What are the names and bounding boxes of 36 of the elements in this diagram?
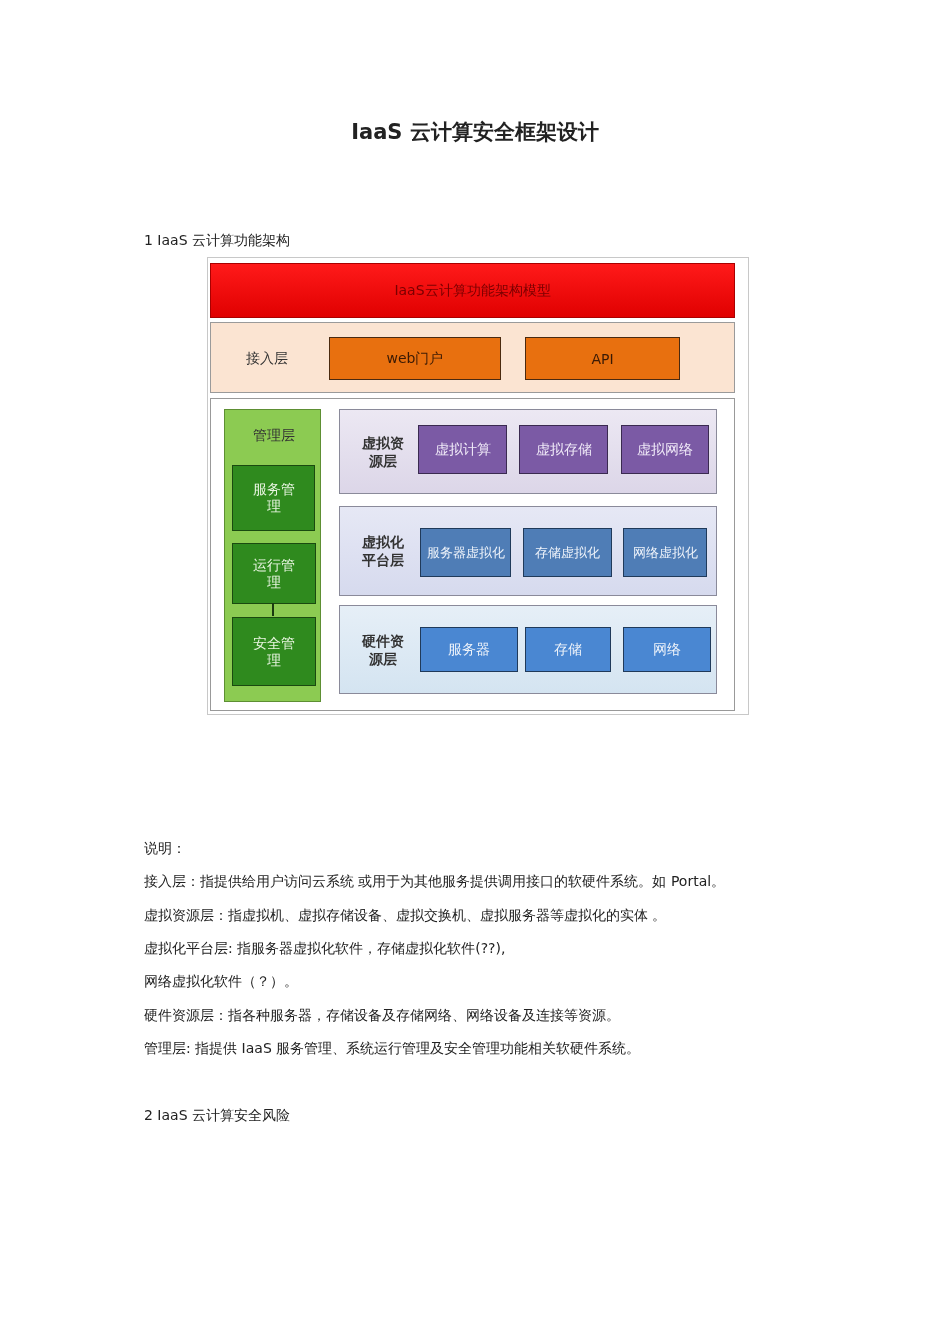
component-box: 服务器: [420, 627, 518, 672]
title-band: IaaS云计算功能架构模型: [210, 263, 735, 318]
component-box: 运行管理: [232, 543, 316, 604]
component-box: 安全管理: [232, 617, 316, 686]
layer-band: [339, 605, 717, 694]
layer-band: [210, 322, 735, 393]
layer-band: [224, 409, 321, 702]
layer-label: 接入层: [246, 350, 288, 368]
component-box: 服务器虚拟化: [420, 528, 511, 577]
layer-label: 管理层: [251, 427, 296, 445]
component-box: 存储: [525, 627, 611, 672]
section-heading: 1 IaaS 云计算功能架构: [144, 232, 290, 250]
component-box: 虚拟存储: [519, 425, 608, 474]
note-text: 虚拟化平台层: 指服务器虚拟化软件，存储虚拟化软件(??),: [144, 940, 506, 958]
page-title: IaaS 云计算安全框架设计: [350, 119, 600, 146]
component-box: 网络虚拟化: [623, 528, 707, 577]
component-box: API: [525, 337, 680, 380]
note-text: 网络虚拟化软件（？）。: [144, 973, 298, 991]
layer-band: [339, 409, 717, 494]
note-heading: 说明：: [144, 840, 186, 858]
component-box: 虚拟网络: [621, 425, 709, 474]
component-box: 服务管理: [232, 465, 315, 531]
connector-line: [272, 602, 274, 617]
component-box: 虚拟计算: [418, 425, 507, 474]
component-box: 存储虚拟化: [523, 528, 612, 577]
component-box: web门户: [329, 337, 501, 380]
note-text: 虚拟资源层：指虚拟机、虚拟存储设备、虚拟交换机、虚拟服务器等虚拟化的实体 。: [144, 907, 667, 925]
layer-label: 硬件资源层: [361, 631, 405, 668]
layer-label: 虚拟化平台层: [361, 533, 405, 569]
note-text: 接入层：指提供给用户访问云系统 或用于为其他服务提供调用接口的软硬件系统。如 Portal。: [144, 873, 726, 891]
section-heading: 2 IaaS 云计算安全风险: [144, 1107, 290, 1125]
layer-label: 虚拟资源层: [361, 433, 405, 470]
layer-band: [339, 506, 717, 596]
note-text: 硬件资源层：指各种服务器，存储设备及存储网络、网络设备及连接等资源。: [144, 1007, 620, 1025]
component-box: 网络: [623, 627, 711, 672]
note-text: 管理层: 指提供 IaaS 服务管理、系统运行管理及安全管理功能相关软硬件系统。: [144, 1040, 641, 1058]
